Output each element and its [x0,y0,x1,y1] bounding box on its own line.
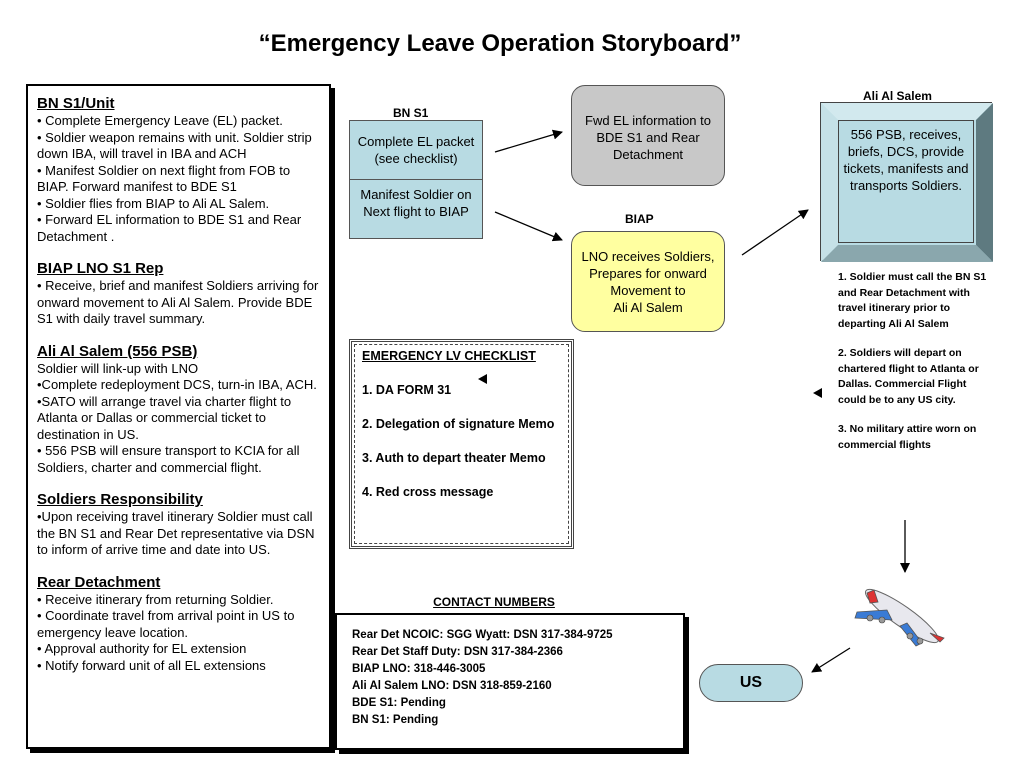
manifest-soldier-cell: Manifest Soldier on Next flight to BIAP [350,179,482,237]
page-title: “Emergency Leave Operation Storyboard” [258,30,742,57]
contact-line: Rear Det NCOIC: SGG Wyatt: DSN 317-384-9… [352,629,613,641]
section-line: • Notify forward unit of all EL extensio… [37,657,266,673]
contact-box: Rear Det NCOIC: SGG Wyatt: DSN 317-384-9… [335,613,685,750]
section-line: • Approval authority for EL extension [37,641,247,656]
section-heading: Soldiers Responsibility [37,491,203,508]
ali-al-salem-label: Ali Al Salem [863,89,932,103]
notes: 1. Soldier must call the BN S1 and Rear … [838,270,988,467]
section-line: •Complete redeployment DCS, turn-in IBA,… [37,377,317,392]
note-item: 1. Soldier must call the BN S1 and Rear … [838,271,987,330]
contact-line: Rear Det Staff Duty: DSN 317-384-2366 [352,646,563,658]
contact-line: BIAP LNO: 318-446-3005 [352,663,486,675]
biap-label: BIAP [625,212,654,226]
section-line: • Complete Emergency Leave (EL) packet. [37,113,283,128]
note-item: 2. Soldiers will depart on chartered fli… [838,347,979,406]
contact-heading: CONTACT NUMBERS [433,595,555,609]
section-biap-lno: BIAP LNO S1 Rep • Receive, brief and man… [37,259,321,328]
section-ali-al-salem: Ali Al Salem (556 PSB) Soldier will link… [37,342,321,477]
ali-al-salem-text: 556 PSB, receives, briefs, DCS, provide … [838,120,974,243]
us-box: US [699,664,803,702]
section-soldiers-responsibility: Soldiers Responsibility •Upon receiving … [37,490,321,559]
checklist-heading: EMERGENCY LV CHECKLIST [362,349,536,363]
section-line: Soldier will link-up with LNO [37,360,199,376]
section-heading: Ali Al Salem (556 PSB) [37,342,198,360]
lno-box: LNO receives Soldiers, Prepares for onwa… [571,231,725,332]
section-rear-detachment: Rear Detachment • Receive itinerary from… [37,573,321,675]
section-line: • Receive, brief and manifest Soldiers a… [37,278,319,326]
section-line: • Soldier flies from BIAP to Ali AL Sale… [37,195,270,211]
bn-s1-box: Complete EL packet (see checklist) Manif… [349,120,483,239]
fwd-el-box: Fwd EL information to BDE S1 and Rear De… [571,85,725,186]
section-heading: BN S1/Unit [37,95,115,112]
section-line: • Coordinate travel from arrival point i… [37,608,295,640]
complete-el-packet-cell: Complete EL packet (see checklist) [357,134,475,166]
section-heading: BIAP LNO S1 Rep [37,260,164,277]
arrow-to-fwd [494,129,563,153]
section-line: •SATO will arrange travel via charter fl… [37,393,292,442]
checklist-item: 3. Auth to depart theater Memo [362,451,546,465]
contact-line: Ali Al Salem LNO: DSN 318-859-2160 [352,680,552,692]
arrow-to-biap [494,211,563,242]
contact-line: BDE S1: Pending [352,697,446,709]
emergency-checklist: EMERGENCY LV CHECKLIST 1. DA FORM 31 2. … [349,339,574,549]
checklist-item: 4. Red cross message [362,485,494,499]
checklist-item: 1. DA FORM 31 [362,383,452,397]
ali-al-salem-box: 556 PSB, receives, briefs, DCS, provide … [820,102,993,262]
section-line: • Receive itinerary from returning Soldi… [37,591,274,607]
section-line: •Upon receiving travel itinerary Soldier… [37,509,315,557]
responsibilities-panel: BN S1/Unit • Complete Emergency Leave (E… [26,84,331,749]
bn-s1-label: BN S1 [393,106,429,120]
section-bn-s1-unit: BN S1/Unit • Complete Emergency Leave (E… [37,94,321,245]
bevel-shading [821,103,993,262]
section-line: • 556 PSB will ensure transport to KCIA … [37,443,300,475]
note-item: 3. No military attire worn on commercial… [838,423,977,451]
section-line: • Manifest Soldier on next flight from F… [37,162,291,195]
section-heading: Rear Detachment [37,573,161,591]
small-pointer-2 [813,388,822,398]
section-line: • Forward EL information to BDE S1 and R… [37,212,302,244]
arrow-to-us [811,647,851,673]
section-line: • Soldier weapon remains with unit. Sold… [37,129,312,162]
airplane-icon [854,588,945,647]
contact-line: BN S1: Pending [352,714,439,726]
checklist-item: 2. Delegation of signature Memo [362,417,555,431]
arrow-to-ali-al-salem [741,209,809,256]
